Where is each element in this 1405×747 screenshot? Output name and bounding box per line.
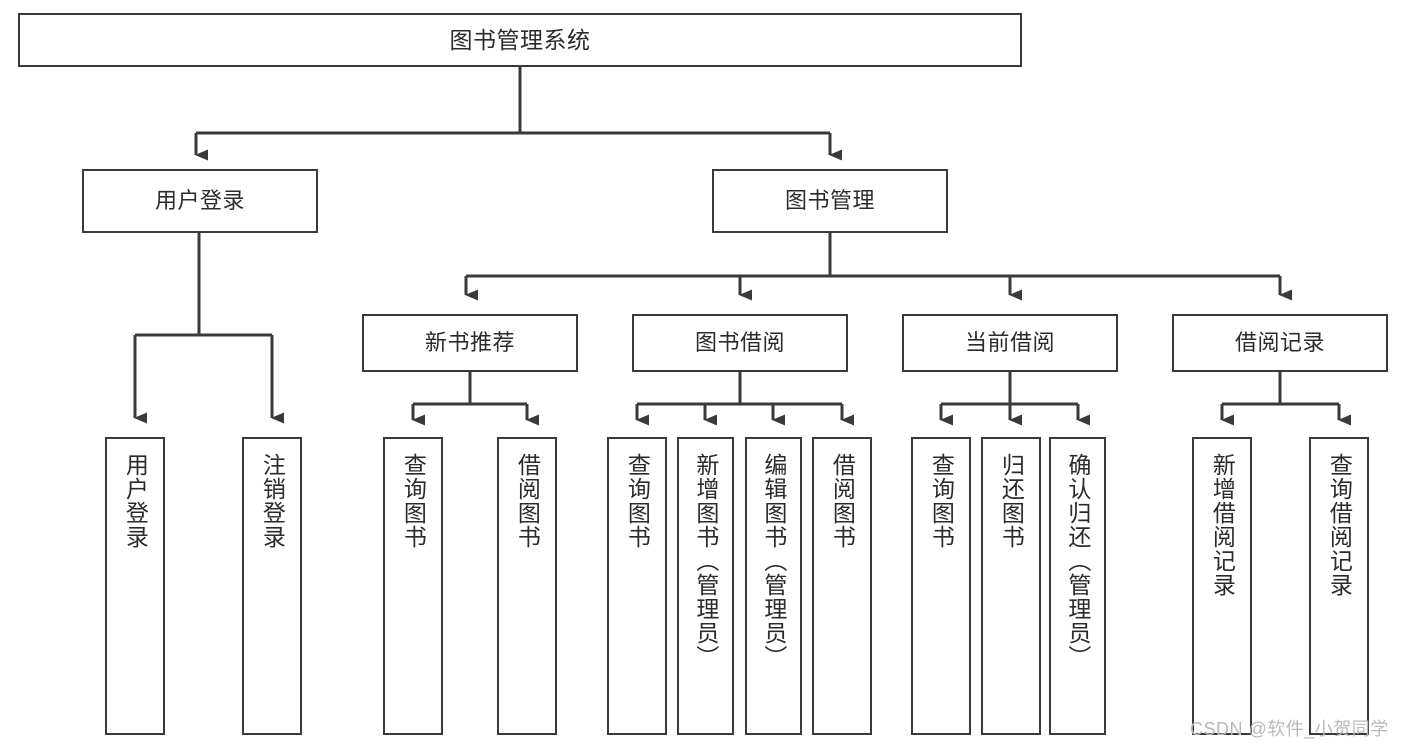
leaf-user-login[interactable]: 用户登录 (105, 437, 165, 735)
leaf-query-borrow-record[interactable]: 查询借阅记录 (1309, 437, 1369, 735)
node-root-system[interactable]: 图书管理系统 (18, 13, 1022, 67)
node-label: 查询借阅记录 (1326, 453, 1353, 597)
node-label: 查询图书 (624, 453, 651, 549)
node-label: 新书推荐 (424, 330, 515, 356)
node-book-borrow[interactable]: 图书借阅 (632, 314, 848, 372)
leaf-add-book-admin[interactable]: 新增图书（管理员） (677, 437, 734, 735)
node-user-login[interactable]: 用户登录 (82, 169, 318, 233)
leaf-query-book-current[interactable]: 查询图书 (911, 437, 971, 735)
node-label: 新增图书（管理员） (692, 453, 719, 669)
leaf-return-book[interactable]: 归还图书 (981, 437, 1041, 735)
node-label: 用户登录 (154, 188, 245, 214)
leaf-logout[interactable]: 注销登录 (242, 437, 302, 735)
node-new-book-recommend[interactable]: 新书推荐 (362, 314, 578, 372)
node-label: 图书借阅 (694, 330, 785, 356)
leaf-borrow-book-new[interactable]: 借阅图书 (497, 437, 557, 735)
node-label: 借阅图书 (829, 453, 856, 549)
node-label: 确认归还（管理员） (1064, 453, 1091, 669)
node-label: 查询图书 (928, 453, 955, 549)
leaf-edit-book-admin[interactable]: 编辑图书（管理员） (745, 437, 802, 735)
leaf-query-book-new[interactable]: 查询图书 (383, 437, 443, 735)
node-label: 用户登录 (122, 453, 149, 549)
node-borrow-record[interactable]: 借阅记录 (1172, 314, 1388, 372)
watermark-csdn: CSDN @软件_小贺同学 (1190, 719, 1389, 739)
node-label: 当前借阅 (964, 330, 1055, 356)
node-label: 归还图书 (998, 453, 1025, 549)
node-label: 图书管理系统 (449, 26, 591, 53)
node-label: 编辑图书（管理员） (760, 453, 787, 669)
node-label: 注销登录 (259, 453, 286, 549)
leaf-add-borrow-record[interactable]: 新增借阅记录 (1192, 437, 1252, 735)
leaf-query-book-borrow[interactable]: 查询图书 (607, 437, 667, 735)
node-book-management[interactable]: 图书管理 (712, 169, 948, 233)
leaf-confirm-return-admin[interactable]: 确认归还（管理员） (1049, 437, 1106, 735)
leaf-borrow-book[interactable]: 借阅图书 (812, 437, 872, 735)
node-label: 新增借阅记录 (1209, 453, 1236, 597)
node-current-borrow[interactable]: 当前借阅 (902, 314, 1118, 372)
node-label: 图书管理 (784, 188, 875, 214)
node-label: 借阅图书 (514, 453, 541, 549)
node-label: 借阅记录 (1234, 330, 1325, 356)
node-label: 查询图书 (400, 453, 427, 549)
